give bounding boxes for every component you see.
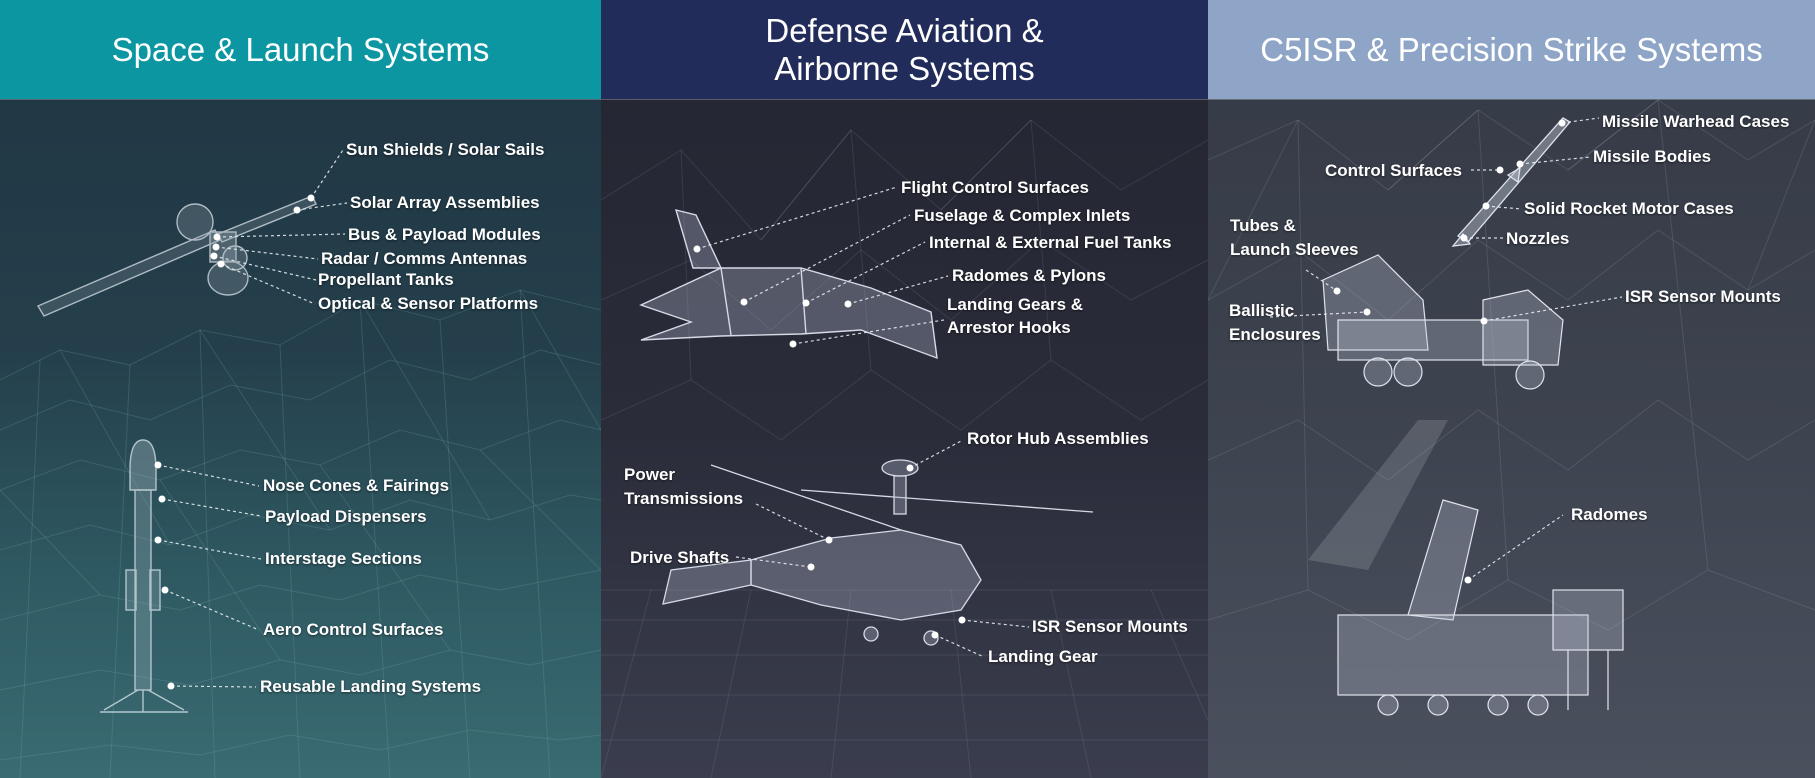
label-solar-array: Solar Array Assemblies bbox=[350, 193, 540, 212]
terrain-wireframe bbox=[0, 195, 601, 778]
callout-point bbox=[213, 233, 221, 241]
callout-point bbox=[693, 245, 701, 253]
label-radomes: Radomes bbox=[1571, 505, 1648, 524]
label-missile-warhead: Missile Warhead Cases bbox=[1602, 112, 1790, 131]
callout-point bbox=[293, 206, 301, 214]
rocket-illustration bbox=[100, 439, 188, 713]
label-solid-rocket-motor: Solid Rocket Motor Cases bbox=[1524, 199, 1734, 218]
label-isr-sensor-mounts-heli: ISR Sensor Mounts bbox=[1032, 617, 1188, 636]
callout-point bbox=[210, 252, 218, 260]
callout-point bbox=[217, 260, 225, 268]
callout-point bbox=[931, 631, 939, 639]
callout-point bbox=[161, 586, 169, 594]
callout-point bbox=[740, 298, 748, 306]
label-landing-gears: Landing Gears & bbox=[947, 295, 1084, 314]
label-tubes: Tubes & bbox=[1230, 216, 1296, 235]
mountain-grid bbox=[601, 119, 1208, 778]
label-sun-shields: Sun Shields / Solar Sails bbox=[346, 140, 545, 159]
label-fuselage-inlets: Fuselage & Complex Inlets bbox=[914, 206, 1131, 225]
terrain-wireframe bbox=[1208, 99, 1815, 716]
callout-point bbox=[154, 461, 162, 469]
callout-point bbox=[844, 300, 852, 308]
label-enclosures: Enclosures bbox=[1229, 325, 1321, 344]
label-aero-control: Aero Control Surfaces bbox=[263, 620, 444, 639]
callout-point bbox=[167, 682, 175, 690]
label-landing-gear: Landing Gear bbox=[988, 647, 1098, 666]
label-nozzles: Nozzles bbox=[1506, 229, 1570, 248]
space-launch-title: Space & Launch Systems bbox=[0, 0, 601, 99]
label-missile-bodies: Missile Bodies bbox=[1593, 147, 1712, 166]
callout-point bbox=[1496, 166, 1504, 174]
launcher-truck-illustration bbox=[1322, 254, 1564, 390]
label-fuel-tanks: Internal & External Fuel Tanks bbox=[929, 233, 1172, 252]
label-nose-cones: Nose Cones & Fairings bbox=[263, 476, 450, 495]
label-optical-sensor: Optical & Sensor Platforms bbox=[318, 294, 539, 313]
callout-point bbox=[1482, 202, 1490, 210]
header-divider bbox=[601, 99, 1208, 100]
space-launch-panel: Space & Launch Systems Sun Shields / Sol… bbox=[0, 0, 601, 778]
callout-point bbox=[802, 299, 810, 307]
jet-illustration bbox=[639, 209, 938, 360]
callout-point bbox=[307, 194, 315, 202]
label-arrestor-hooks: Arrestor Hooks bbox=[947, 318, 1071, 337]
c5isr-panel: C5ISR & Precision Strike Systems Missile… bbox=[1208, 0, 1815, 778]
label-isr-sensor-mounts: ISR Sensor Mounts bbox=[1625, 287, 1781, 306]
callout-point bbox=[906, 464, 914, 472]
label-rotor-hub: Rotor Hub Assemblies bbox=[967, 429, 1149, 448]
label-payload-dispensers: Payload Dispensers bbox=[265, 507, 427, 526]
callout-point bbox=[825, 536, 833, 544]
callout-point bbox=[1363, 308, 1371, 316]
callout-point bbox=[789, 340, 797, 348]
defense-aviation-panel: Defense Aviation & Airborne Systems Flig… bbox=[601, 0, 1208, 778]
defense-aviation-title: Defense Aviation & Airborne Systems bbox=[601, 0, 1208, 99]
defense-aviation-title-line2: Airborne Systems bbox=[774, 49, 1035, 87]
callout-point bbox=[1558, 119, 1566, 127]
satellite-illustration bbox=[36, 195, 317, 317]
callout-point bbox=[807, 563, 815, 571]
label-flight-control-surfaces: Flight Control Surfaces bbox=[901, 178, 1089, 197]
callout-point bbox=[1460, 234, 1468, 242]
label-interstage: Interstage Sections bbox=[265, 549, 422, 568]
label-drive-shafts: Drive Shafts bbox=[630, 548, 730, 567]
callout-point bbox=[1464, 576, 1472, 584]
label-transmissions: Transmissions bbox=[624, 489, 744, 508]
callout-point bbox=[1333, 287, 1341, 295]
helicopter-illustration bbox=[662, 459, 1094, 646]
label-radar-antennas: Radar / Comms Antennas bbox=[321, 249, 528, 268]
header-divider bbox=[1208, 99, 1815, 100]
missile-illustration bbox=[1451, 117, 1572, 247]
callout-point bbox=[212, 243, 220, 251]
label-propellant-tanks: Propellant Tanks bbox=[318, 270, 454, 289]
callout-point bbox=[1480, 317, 1488, 325]
callout-point bbox=[154, 536, 162, 544]
label-bus-payload: Bus & Payload Modules bbox=[348, 225, 541, 244]
label-ballistic: Ballistic bbox=[1229, 301, 1295, 320]
defense-aviation-title-line1: Defense Aviation & bbox=[765, 11, 1044, 49]
callout-point bbox=[158, 495, 166, 503]
label-control-surfaces: Control Surfaces bbox=[1325, 161, 1462, 180]
callout-point bbox=[958, 616, 966, 624]
label-radomes-pylons: Radomes & Pylons bbox=[952, 266, 1106, 285]
label-power: Power bbox=[624, 465, 676, 484]
header-divider bbox=[0, 99, 601, 100]
callout-point bbox=[1516, 160, 1524, 168]
c5isr-title: C5ISR & Precision Strike Systems bbox=[1208, 0, 1815, 99]
label-launch-sleeves: Launch Sleeves bbox=[1230, 240, 1359, 259]
label-reusable-landing: Reusable Landing Systems bbox=[260, 677, 482, 696]
radar-truck-illustration bbox=[1308, 420, 1624, 716]
